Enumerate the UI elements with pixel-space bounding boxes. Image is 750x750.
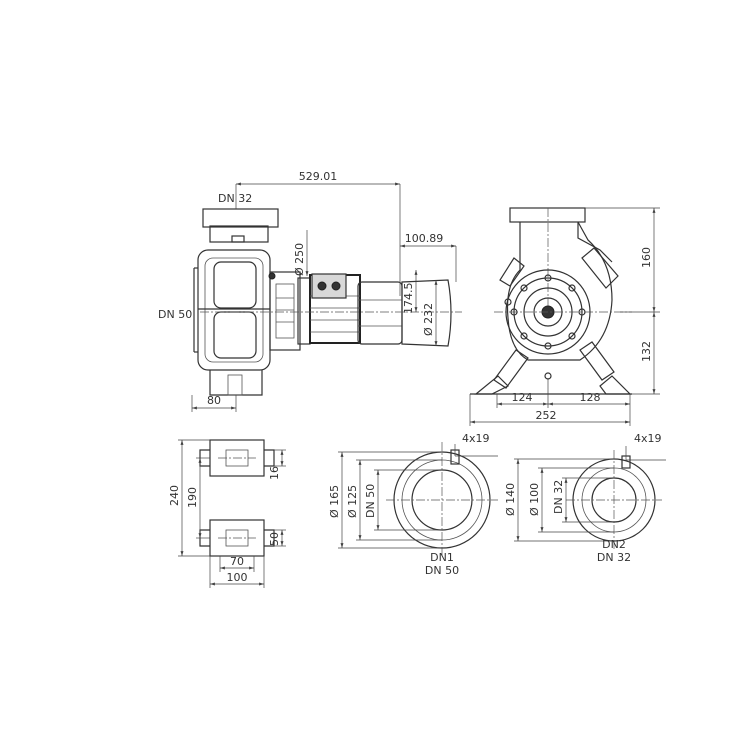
dim-motor-offset-label: 100.89 [405, 232, 444, 245]
dim-base-label: 80 [207, 394, 221, 407]
dn2-size-label: DN 32 [597, 551, 631, 564]
dim-top-label: 160 [640, 247, 653, 268]
dim-right-label: 128 [580, 391, 601, 404]
flange-dn1: 4x19 Ø 165 Ø 125 DN 50 DN1 DN 50 [328, 432, 498, 577]
dim-bottom-thickness-label: 50 [268, 532, 281, 546]
dn2-bore-label: DN 32 [552, 480, 565, 514]
dn2-bolt-circle-label: Ø 100 [528, 483, 541, 516]
discharge-label: DN 32 [218, 192, 252, 205]
dn1-bolt-circle-label: Ø 125 [346, 485, 359, 518]
dim-height-total-label: 240 [168, 485, 181, 506]
dn1-size-label: DN 50 [425, 564, 459, 577]
dim-fan-dia-label: Ø 250 [293, 243, 306, 276]
dim-width-label: 252 [536, 409, 557, 422]
dim-inner-width-label: 70 [230, 555, 244, 568]
flange-dn2: 4x19 Ø 140 Ø 100 DN 32 DN2 DN 32 [504, 432, 666, 564]
dn2-name-label: DN2 [602, 538, 626, 551]
side-view: 529.01 100.89 DN 32 DN 50 Ø 250 174.5 Ø … [158, 170, 462, 412]
dim-height-holes-label: 190 [186, 487, 199, 508]
dn1-outer-label: Ø 165 [328, 485, 341, 518]
dn1-name-label: DN1 [430, 551, 454, 564]
suction-label: DN 50 [158, 308, 192, 321]
dim-outer-width-label: 100 [227, 571, 248, 584]
dn2-outer-label: Ø 140 [504, 483, 517, 516]
dim-top-thickness-label: 16 [268, 466, 281, 480]
dim-bottom-label: 132 [640, 341, 653, 362]
dim-motor-dia-label: Ø 232 [422, 303, 435, 336]
dim-motor-height-label: 174.5 [402, 283, 415, 315]
dim-left-label: 124 [512, 391, 533, 404]
foot-view: 240 190 16 50 70 100 [168, 439, 286, 588]
dn1-bolts-label: 4x19 [462, 432, 490, 445]
front-view: 160 132 124 128 252 [469, 207, 660, 426]
dn2-bolts-label: 4x19 [634, 432, 662, 445]
dn1-bore-label: DN 50 [364, 484, 377, 518]
dim-length-label: 529.01 [299, 170, 338, 183]
